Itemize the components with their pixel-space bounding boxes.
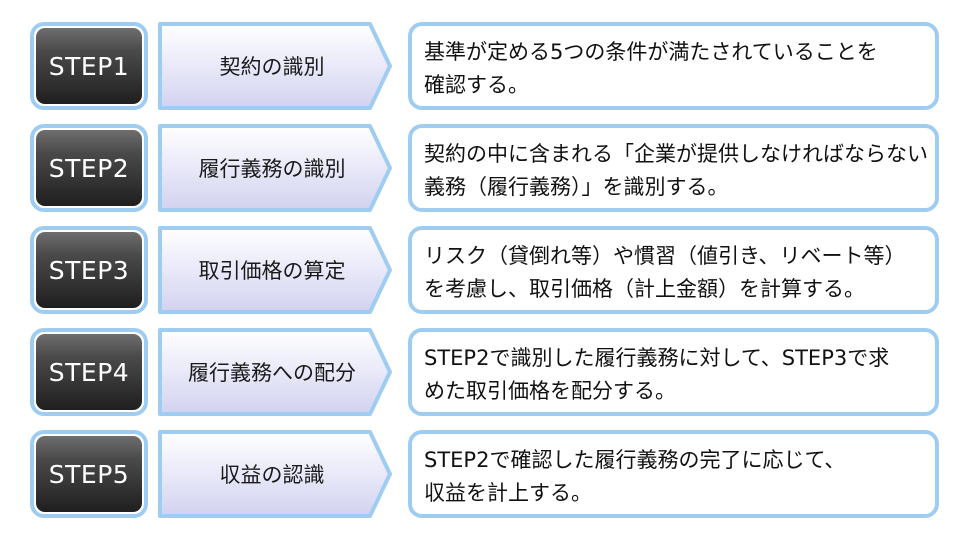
step-badge-label: STEP5 — [36, 436, 142, 512]
description-line: 義務（履行義務）」を識別する。 — [424, 175, 729, 199]
arrow-shape — [158, 226, 392, 314]
step-badge: STEP2 — [30, 124, 148, 212]
step-title-arrow: 契約の識別 — [158, 22, 392, 110]
description-line: めた取引価格を配分する。 — [424, 379, 676, 403]
step-badge-label: STEP3 — [36, 232, 142, 308]
description-line: STEP2で識別した履行義務に対して、STEP3で求 — [424, 346, 890, 370]
step-badge: STEP5 — [30, 430, 148, 518]
step-row-3: STEP3 取引価格の算定 リスク（貸倒れ等）や慣習（値引き、リベート等） を考… — [0, 226, 954, 318]
step-badge-label: STEP1 — [36, 28, 142, 104]
description-line: 基準が定める5つの条件が満たされていることを — [424, 40, 878, 64]
step-badge: STEP3 — [30, 226, 148, 314]
arrow-shape — [158, 430, 392, 518]
step-title: 取引価格の算定 — [198, 259, 346, 283]
step-title: 収益の認識 — [219, 463, 325, 487]
step-description: STEP2で識別した履行義務に対して、STEP3で求 めた取引価格を配分する。 — [408, 328, 939, 416]
description-line: 確認する。 — [424, 73, 529, 97]
description-line: を考慮し、取引価格（計上金額）を計算する。 — [424, 277, 865, 301]
step-title-arrow: 履行義務への配分 — [158, 328, 392, 416]
description-line: リスク（貸倒れ等）や慣習（値引き、リベート等） — [424, 244, 906, 268]
step-title: 履行義務の識別 — [198, 157, 346, 181]
step-description: 契約の中に含まれる「企業が提供しなければならない 義務（履行義務）」を識別する。 — [408, 124, 939, 212]
step-row-4: STEP4 履行義務への配分 STEP2で識別した履行義務に対して、STEP3で… — [0, 328, 954, 420]
arrow-shape — [158, 124, 392, 212]
description-line: STEP2で確認した履行義務の完了に応じて、 — [424, 448, 846, 472]
arrow-shape — [158, 328, 392, 416]
step-title: 契約の識別 — [219, 55, 325, 79]
step-badge: STEP1 — [30, 22, 148, 110]
step-title-arrow: 履行義務の識別 — [158, 124, 392, 212]
step-title-arrow: 収益の認識 — [158, 430, 392, 518]
step-row-1: STEP1 契約の識別 基準が定める5つの条件が満たされていることを 確認する。 — [0, 22, 954, 114]
step-description: リスク（貸倒れ等）や慣習（値引き、リベート等） を考慮し、取引価格（計上金額）を… — [408, 226, 939, 314]
step-title: 履行義務への配分 — [188, 361, 356, 385]
step-description: 基準が定める5つの条件が満たされていることを 確認する。 — [408, 22, 939, 110]
description-line: 収益を計上する。 — [424, 481, 592, 505]
step-title-arrow: 取引価格の算定 — [158, 226, 392, 314]
step-badge-label: STEP2 — [36, 130, 142, 206]
step-description: STEP2で確認した履行義務の完了に応じて、 収益を計上する。 — [408, 430, 939, 518]
description-line: 契約の中に含まれる「企業が提供しなければならない — [424, 142, 928, 166]
arrow-shape — [158, 22, 392, 110]
step-badge: STEP4 — [30, 328, 148, 416]
step-row-2: STEP2 履行義務の識別 契約の中に含まれる「企業が提供しなければならない 義… — [0, 124, 954, 216]
step-row-5: STEP5 収益の認識 STEP2で確認した履行義務の完了に応じて、 収益を計上… — [0, 430, 954, 522]
step-badge-label: STEP4 — [36, 334, 142, 410]
